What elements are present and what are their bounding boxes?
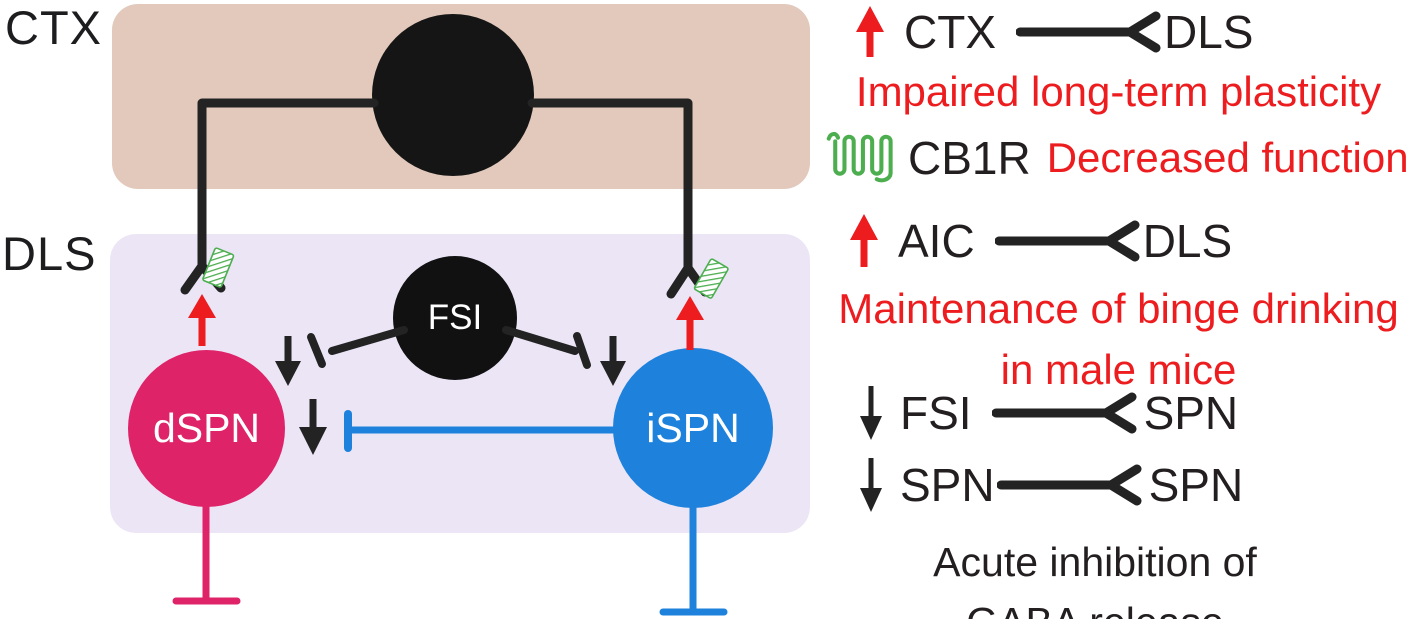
up-arrow-icon (850, 214, 878, 267)
synaptic-terminal-icon (1016, 11, 1161, 53)
synaptic-terminal-icon (991, 392, 1137, 434)
fsi-label: FSI (427, 298, 483, 337)
legend-source-label: SPN (900, 459, 995, 511)
legend-row-fsi-spn: FSI SPN (858, 384, 1238, 442)
legend-caption-binge-line2: in male mice (1000, 346, 1237, 393)
synaptic-terminal-icon (996, 464, 1142, 506)
legend-caption-plasticity: Impaired long-term plasticity (855, 68, 1382, 115)
dspn-label: dSPN (152, 405, 261, 451)
ctx-region-label: CTX (5, 1, 102, 54)
fsi-neuron-circle: FSI (393, 256, 517, 380)
legend-caption-gaba-line2: GABA release (795, 592, 1395, 619)
legend-caption-gaba: Acute inhibition of GABA release (795, 532, 1395, 619)
legend-row-spn-spn: SPN SPN (858, 455, 1243, 515)
legend-target-label: DLS (1142, 215, 1233, 267)
legend-caption-binge: Maintenance of binge drinking in male mi… (820, 278, 1417, 400)
legend-row-cb1r: CB1R Decreased function (826, 126, 1409, 190)
dspn-neuron-circle: dSPN (128, 350, 285, 507)
legend-caption-cb1r: Decreased function (1046, 134, 1409, 181)
legend-target-label: SPN (1148, 459, 1244, 511)
legend-source-label: CTX (904, 6, 996, 58)
legend-target-label: DLS (1164, 6, 1254, 58)
legend-caption-gaba-line1: Acute inhibition of (933, 539, 1257, 585)
up-arrow-icon (856, 6, 884, 57)
legend-cb1r-label: CB1R (908, 132, 1031, 184)
legend-row-aic-dls: AIC DLS (846, 212, 1232, 270)
legend-source-label: FSI (900, 387, 972, 439)
dls-region-label: DLS (2, 227, 97, 280)
legend-row-ctx-dls: CTX DLS (852, 4, 1253, 60)
synaptic-terminal-icon (994, 220, 1140, 262)
cb1r-receptor-icon (826, 131, 893, 183)
cortical-neuron-circle (372, 14, 534, 176)
legend-source-label: AIC (898, 215, 975, 267)
down-arrow-icon (860, 458, 882, 512)
ispn-label: iSPN (646, 404, 740, 451)
ispn-neuron-circle: iSPN (613, 348, 773, 508)
legend-target-label: SPN (1143, 387, 1239, 439)
legend-caption-binge-line1: Maintenance of binge drinking (838, 285, 1399, 332)
down-arrow-icon (860, 386, 882, 440)
